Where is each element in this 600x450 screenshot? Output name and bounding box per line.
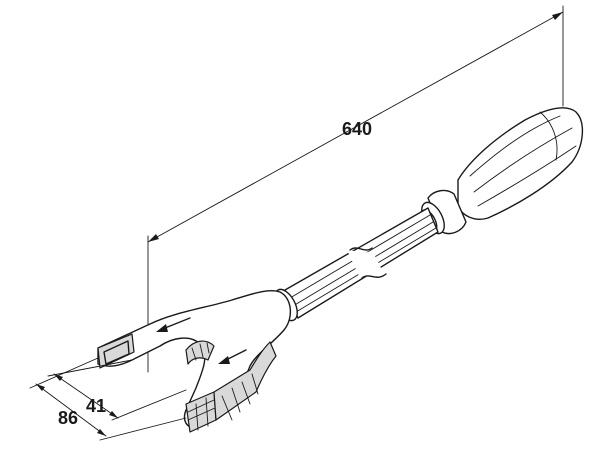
head-underside-ribs: [213, 341, 277, 421]
opening-41-extension-top: [47, 359, 133, 377]
underside-rib-lines: [221, 373, 259, 421]
jaw-pad-serrations: [191, 342, 210, 361]
opening-41-extension-bottom: [111, 389, 187, 421]
jaw-inner-pad: [185, 340, 215, 365]
opening-41-arrow-bottom: [109, 411, 118, 418]
opening-41-dimension-line: [53, 373, 119, 419]
width-86-extension-bottom: [99, 417, 187, 441]
width-86-arrow-bottom: [97, 429, 106, 436]
opening-41-arrow-top: [54, 374, 63, 381]
lower-jaw-front-face: [185, 391, 217, 433]
handle-grip: [457, 107, 583, 220]
grip-ridge-2: [473, 127, 573, 193]
length-arrow-left: [148, 234, 159, 242]
upper-jaw-slot: [103, 340, 130, 365]
wrench-shaft: [284, 207, 439, 319]
length-arrow-right: [552, 12, 563, 20]
width-86-label: 86: [58, 408, 78, 428]
lower-jaw-grid: [187, 397, 216, 431]
length-dimension-label: 640: [342, 119, 372, 139]
rotation-arrow-lower-head: [218, 356, 230, 364]
grip-body: [457, 107, 583, 220]
width-86-arrow-top: [36, 384, 45, 391]
grip-end-contour: [539, 111, 558, 161]
shaft-break-line-1: [349, 247, 373, 251]
width-dimensions: [29, 357, 187, 441]
width-86-dimension-line: [35, 383, 107, 437]
shaft-break-line-2: [361, 273, 387, 279]
length-dimension-line: [147, 11, 564, 243]
grip-ridge-1: [469, 115, 561, 177]
opening-41-label: 41: [86, 396, 106, 416]
shaft-break-gap: [348, 250, 384, 278]
fork-head: [97, 290, 291, 433]
rotation-arrow-upper-head: [156, 324, 168, 332]
ferrule-body: [427, 189, 467, 235]
grip-ridge-3: [477, 145, 577, 207]
